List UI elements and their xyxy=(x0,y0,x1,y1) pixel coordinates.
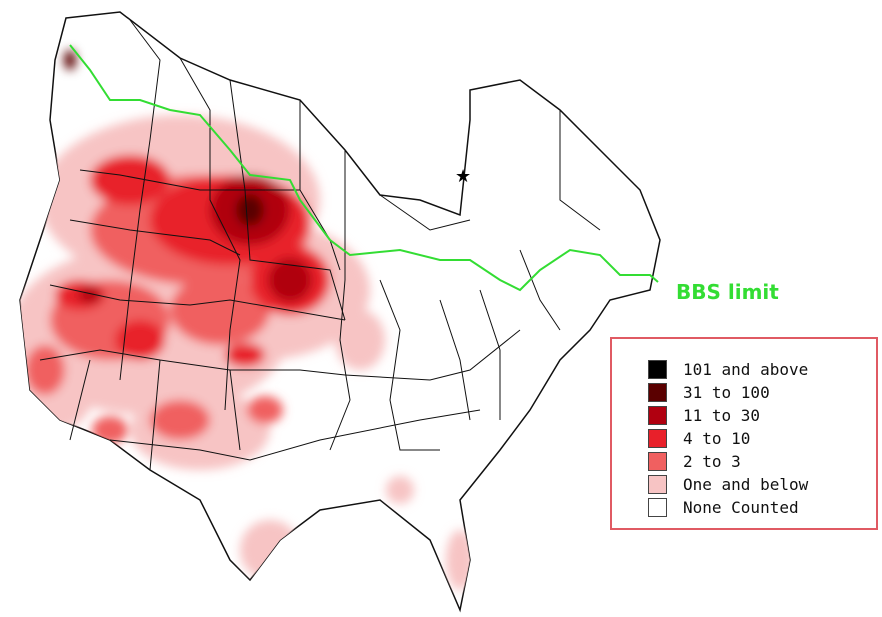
legend-swatch xyxy=(648,428,667,448)
legend-item: 101 and above xyxy=(648,358,808,380)
legend-label: 101 and above xyxy=(683,359,809,379)
legend-swatch xyxy=(648,497,667,517)
legend-label: 4 to 10 xyxy=(683,428,751,448)
legend-swatch xyxy=(648,474,667,494)
legend: 101 and above 31 to 100 11 to 30 4 to 10… xyxy=(610,337,878,530)
legend-item: One and below xyxy=(648,473,808,495)
legend-label: One and below xyxy=(683,474,809,494)
legend-label: 31 to 100 xyxy=(683,382,770,402)
abundance-shading xyxy=(20,50,474,590)
legend-item: 4 to 10 xyxy=(648,427,750,449)
legend-item: 11 to 30 xyxy=(648,404,760,426)
legend-label: 11 to 30 xyxy=(683,405,761,425)
legend-label: 2 to 3 xyxy=(683,451,741,471)
political-borders xyxy=(39,19,601,471)
legend-label: None Counted xyxy=(683,497,799,517)
legend-item: None Counted xyxy=(648,496,799,518)
legend-item: 31 to 100 xyxy=(648,381,770,403)
legend-swatch xyxy=(648,405,667,425)
legend-item: 2 to 3 xyxy=(648,450,741,472)
legend-swatch xyxy=(648,359,667,379)
star-marker: ★ xyxy=(455,166,471,187)
bbs-limit-label: BBS limit xyxy=(676,280,779,304)
legend-swatch xyxy=(648,451,667,471)
legend-swatch xyxy=(648,382,667,402)
bbs-limit-line xyxy=(69,44,659,292)
